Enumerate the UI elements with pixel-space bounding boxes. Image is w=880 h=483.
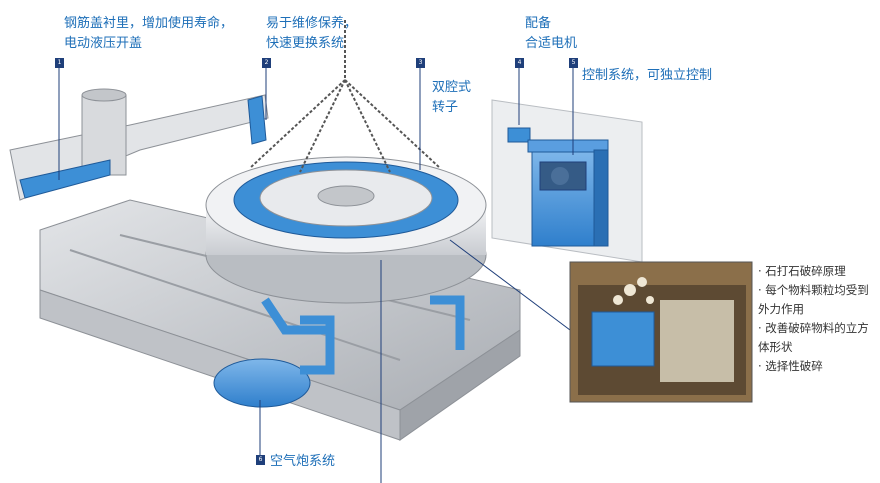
callout-line: 合适电机 — [525, 36, 578, 51]
callout-lid-lining: 钢筋盖衬里，增加使用寿命， 电动液压开盖 — [64, 14, 233, 54]
callout-line: 空气炮系统 — [270, 454, 336, 469]
callout-badge-2: 2 — [262, 58, 271, 68]
callout-line: 钢筋盖衬里，增加使用寿命， — [64, 16, 234, 31]
callout-badge-6: 6 — [256, 455, 265, 465]
feature-item: · 石打石破碎原理 — [758, 264, 846, 278]
control-cabinet — [527, 139, 609, 247]
callout-line: 快速更换系统 — [266, 36, 345, 51]
lid-arm — [9, 88, 269, 201]
feature-item: · 选择性破碎 — [758, 359, 823, 373]
callout-badge-5: 5 — [569, 58, 578, 68]
callout-motor: 配备 合适电机 — [525, 14, 577, 54]
callout-line: 电动液压开盖 — [64, 36, 143, 51]
feature-item: 体形状 — [758, 340, 793, 354]
callout-line: 配备 — [525, 16, 552, 31]
feature-list: · 石打石破碎原理 · 每个物料颗粒均受到 外力作用 · 改善破碎物料的立方 体… — [758, 262, 880, 376]
feature-item: · 每个物料颗粒均受到 — [758, 283, 869, 297]
callout-air-cannon: 空气炮系统 — [270, 452, 335, 472]
rotor-inset — [569, 261, 753, 403]
callout-line: 转子 — [432, 100, 459, 115]
callout-badge-3: 3 — [416, 58, 425, 68]
callout-rotor: 双腔式 转子 — [432, 78, 471, 118]
leader-lines — [58, 68, 574, 483]
callout-line: 双腔式 — [432, 80, 472, 95]
callout-line: 易于维修保养， — [266, 16, 358, 31]
lifting-chains — [249, 20, 441, 173]
air-cannon-system — [213, 295, 465, 408]
callout-maintenance: 易于维修保养， 快速更换系统 — [266, 14, 357, 54]
callout-line: 控制系统，可独立控制 — [582, 68, 713, 83]
callout-badge-1: 1 — [55, 58, 64, 68]
callout-badge-4: 4 — [515, 58, 524, 68]
feature-item: · 改善破碎物料的立方 — [758, 321, 869, 335]
crusher-body — [205, 156, 487, 304]
callout-control-system: 控制系统，可独立控制 — [582, 66, 712, 86]
feature-item: 外力作用 — [758, 302, 804, 316]
base-frame — [39, 199, 521, 441]
